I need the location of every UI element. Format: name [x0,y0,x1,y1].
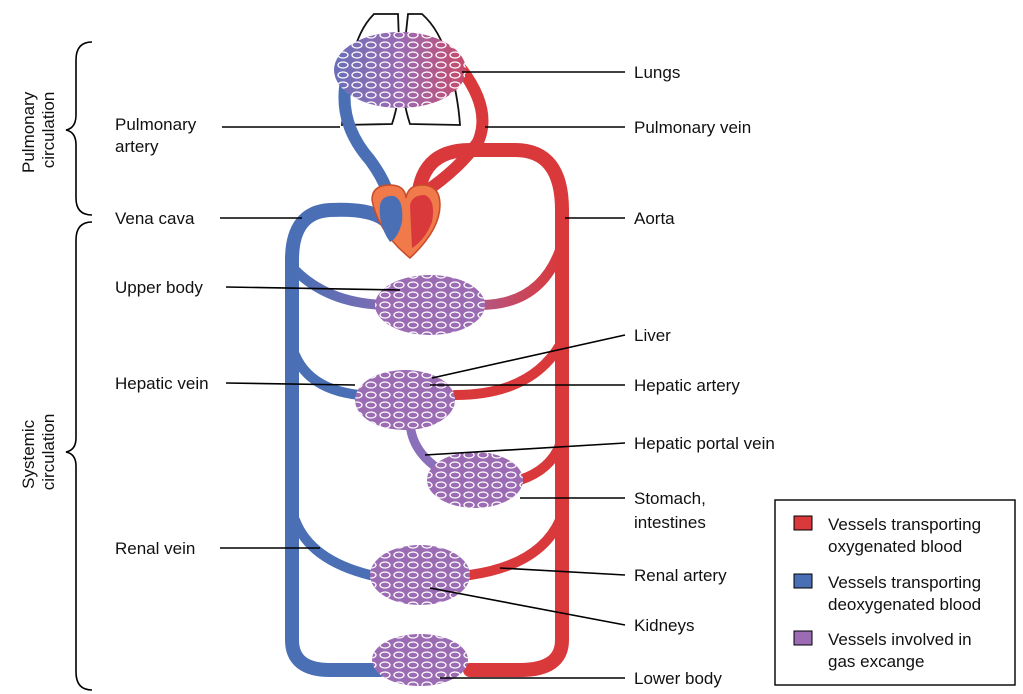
label-vena-cava: Vena cava [115,209,195,228]
label-stomach-intestines: Stomach, intestines [634,489,711,532]
legend-swatch-oxygenated [794,516,812,530]
label-liver: Liver [634,326,671,345]
label-hepatic-artery: Hepatic artery [634,376,740,395]
label-pulmonary-vein: Pulmonary vein [634,118,751,137]
label-renal-vein: Renal vein [115,539,195,558]
label-pulmonary-artery: Pulmonary artery [115,115,201,156]
pulmonary-circulation-label: Pulmonary circulation [19,87,58,173]
label-renal-artery: Renal artery [634,566,727,585]
label-upper-body: Upper body [115,278,203,297]
label-aorta: Aorta [634,209,675,228]
heart [372,185,440,258]
stomach-artery-branch [520,445,560,480]
legend: Vessels transporting oxygenated blood Ve… [775,500,1015,685]
pulmonary-bracket [66,42,92,215]
systemic-circulation-label: Systemic circulation [19,414,58,491]
legend-swatch-gas-exchange [794,631,812,645]
label-lower-body: Lower body [634,669,722,688]
legend-swatch-deoxygenated [794,574,812,588]
label-kidneys: Kidneys [634,616,694,635]
label-lungs: Lungs [634,63,680,82]
systemic-bracket [66,222,92,690]
capillary-beds [334,32,523,686]
label-hepatic-vein: Hepatic vein [115,374,209,393]
label-hepatic-portal-vein: Hepatic portal vein [634,434,775,453]
hepatic-vein-branch [295,355,360,395]
renal-artery-branch [470,520,560,575]
